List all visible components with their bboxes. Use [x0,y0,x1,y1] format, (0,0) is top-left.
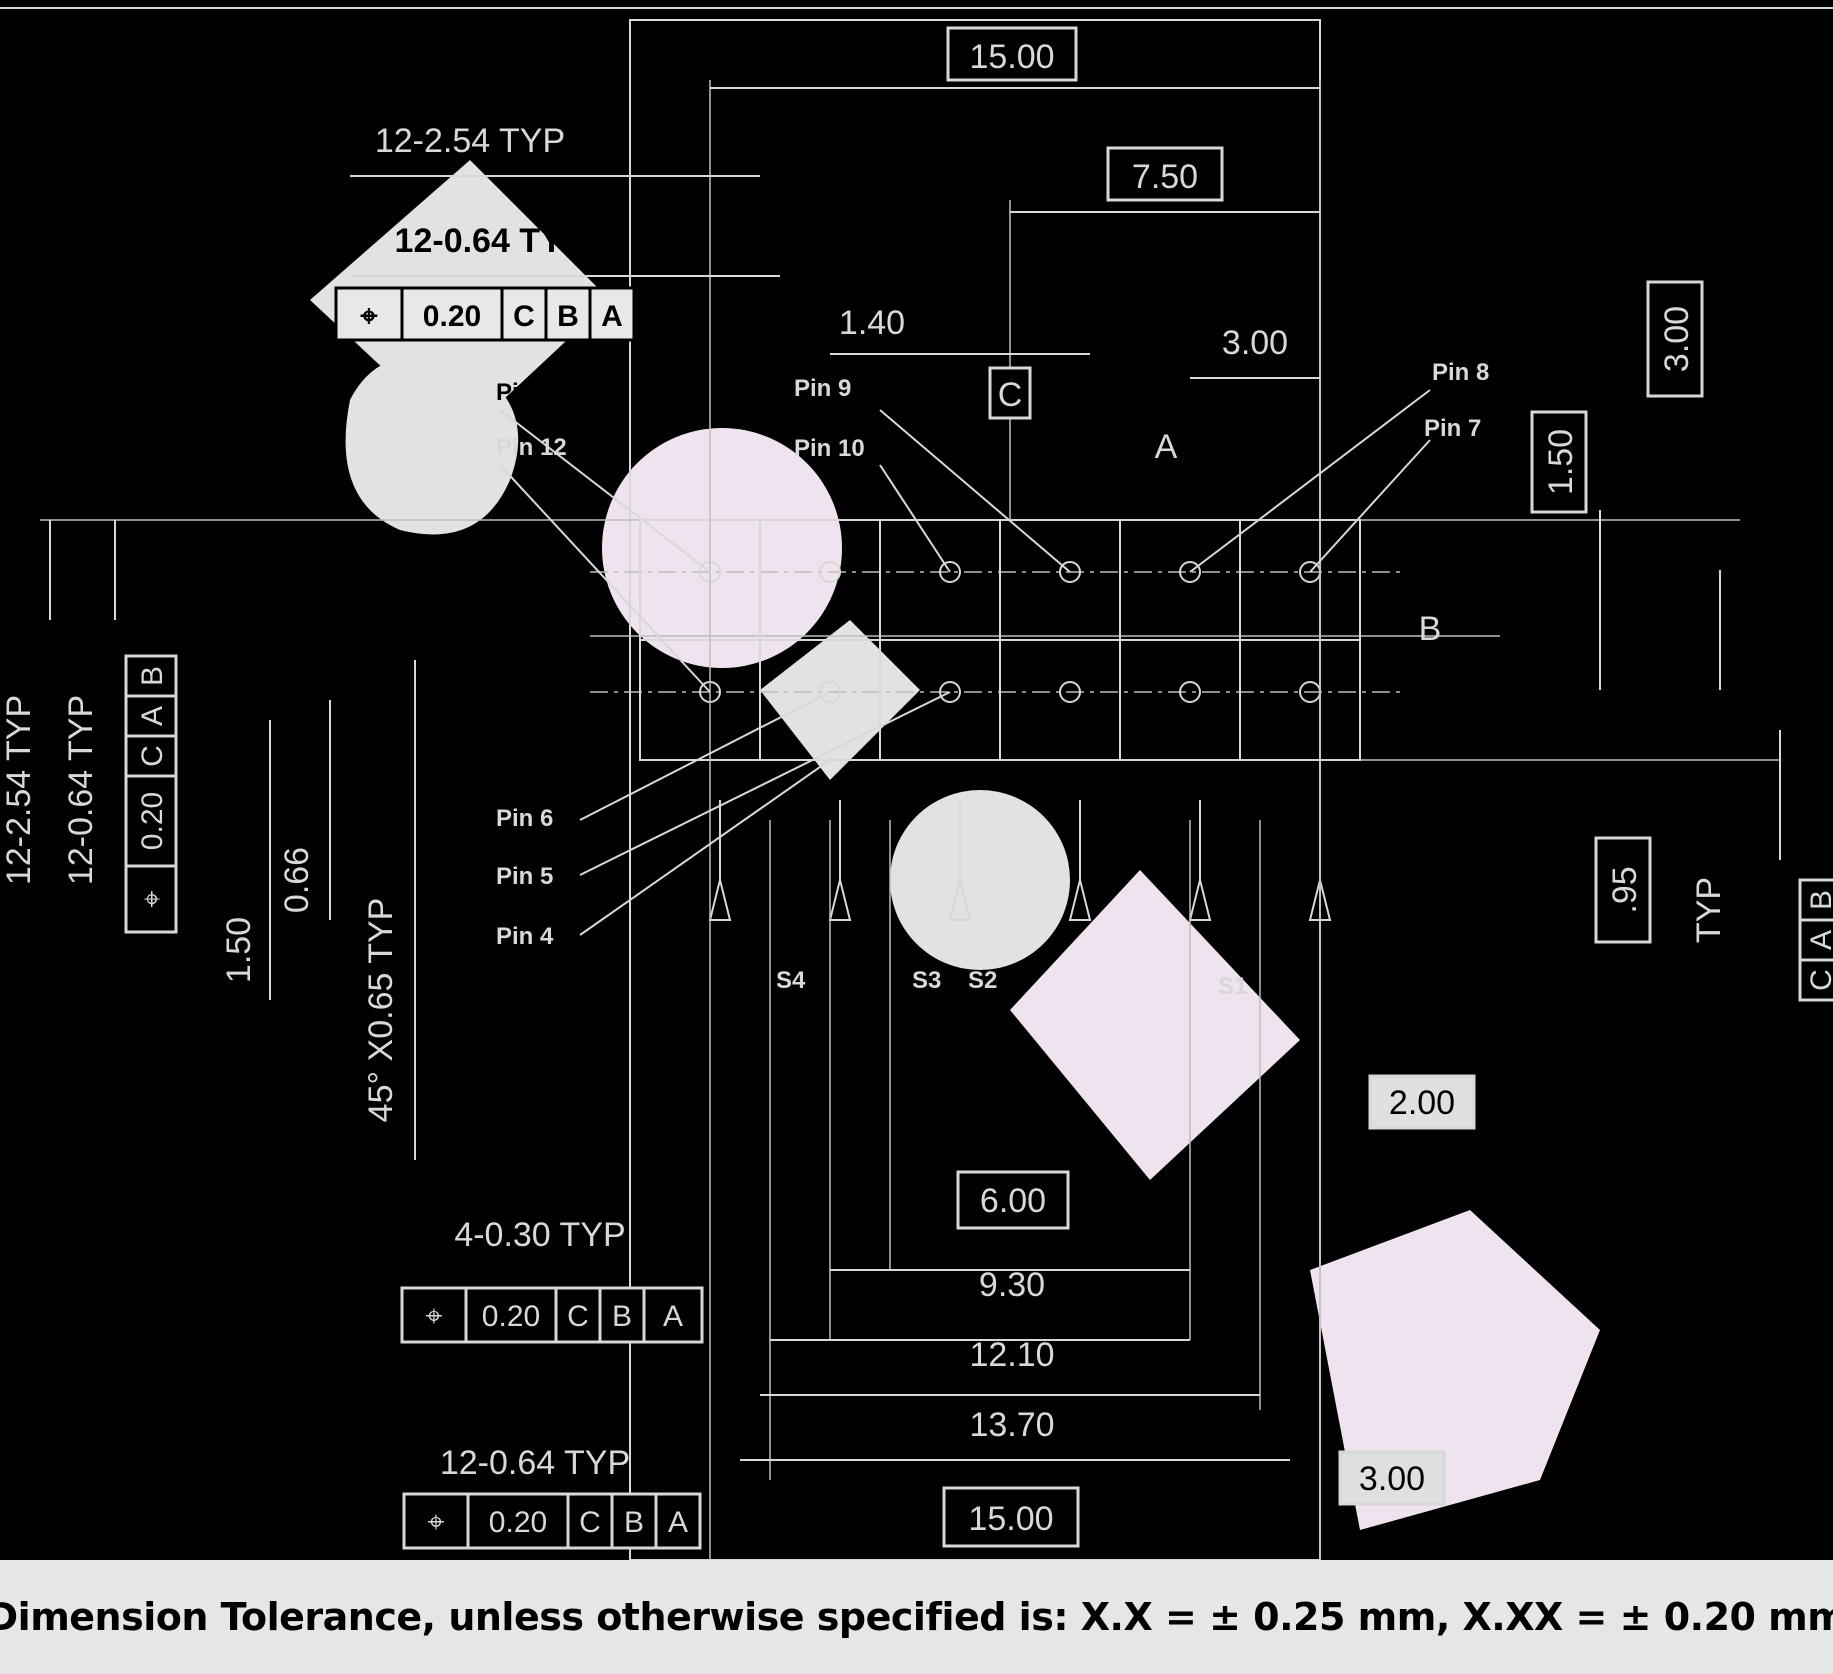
decor-circle-pink [602,428,842,668]
fcf-right-b: B [1805,890,1833,910]
dim-2-00: 2.00 [1389,1084,1455,1122]
fcf-lug-c: C [567,1300,589,1333]
dim-15-top: 15.00 [969,38,1054,76]
decor-circle-lower [890,790,1070,970]
dim-9-30: 9.30 [979,1266,1045,1304]
dim-left-size: 12-0.64 TYP [62,695,100,885]
datum-a-label: A [1155,428,1178,466]
pin-5-label: Pin 5 [496,863,553,890]
dim-bottom-pin-note: 12-0.64 TYP [440,1444,630,1482]
s3-label: S3 [912,967,941,994]
fcf-right-c: C [1805,969,1833,991]
box-6-00: 6.00 [956,1170,1070,1230]
dim-1-40: 1.40 [839,304,905,342]
datum-b-label: B [1419,610,1442,648]
dim-12-10: 12.10 [969,1336,1054,1374]
fcf-right: C A B [1798,878,1833,1002]
pin-4-label: Pin 4 [496,923,554,950]
fcf-lug-b: B [612,1300,632,1333]
body-outline [629,19,1321,1560]
technical-drawing: 15.00 7.50 3.00 1.50 6.00 15.00 2.00 3.0… [0,7,1833,1560]
position-icon: ⌖ [361,300,378,333]
box-0-95: .95 [1594,836,1652,944]
tolerance-note: Dimension Tolerance, unless otherwise sp… [0,1595,1833,1639]
position-icon: ⌖ [136,890,169,907]
dim-3-00-right: 3.00 [1658,306,1696,372]
fcf-bottom-value: 0.20 [489,1506,547,1539]
pin-leaders [499,389,1431,936]
dim-lug-note: 4-0.30 TYP [454,1216,625,1254]
dim-pin-size-note: 12-0.64 TYP [395,222,586,260]
fcf-left-b: B [136,666,169,686]
box-15-top: 15.00 [946,26,1078,82]
dim-3-00-bottom: 3.00 [1359,1460,1425,1498]
pin-7-label: Pin 7 [1424,415,1481,442]
pin-10-label: Pin 10 [794,435,865,462]
dim-chamfer-note: 45° X0.65 TYP [362,898,400,1123]
fcf-bottom: ⌖ 0.20 C B A [402,1492,702,1550]
fcf-top: ⌖ 0.20 C B A [334,286,636,342]
dim-13-70: 13.70 [969,1406,1054,1444]
box-15-bottom: 15.00 [942,1486,1080,1548]
pin-12-label: Pin 12 [496,434,567,461]
s2-label: S2 [968,967,997,994]
position-icon: ⌖ [426,1300,443,1333]
dim-0-66: 0.66 [278,847,316,913]
tolerance-footer: Dimension Tolerance, unless otherwise sp… [0,1560,1833,1674]
dim-6-00: 6.00 [980,1182,1046,1220]
fcf-top-value: 0.20 [423,300,481,333]
fcf-left-c: C [136,745,169,767]
decor-dark-arm [1340,827,1830,1160]
decor-diamond-lower [1010,870,1300,1180]
box-3-00-right: 3.00 [1646,280,1704,398]
dim-pitch-note: 12-2.54 TYP [375,122,565,160]
decor-blob-b [1310,1210,1600,1530]
fcf-left-value: 0.20 [136,792,169,850]
pin-8-label: Pin 8 [1432,359,1489,386]
fcf-lug-a: A [663,1300,683,1333]
dim-1-50-left: 1.50 [220,917,258,983]
dim-left-pitch: 12-2.54 TYP [0,695,38,885]
pin-grid [639,519,1361,761]
box-2-00: 2.00 [1368,1074,1476,1130]
fcf-lug: ⌖ 0.20 C B A [400,1286,704,1344]
fcf-right-a: A [1805,930,1833,950]
dim-0-95: .95 [1606,866,1644,913]
dim-right-typ: TYP [1690,877,1728,943]
dim-1-50: 1.50 [1542,429,1580,495]
box-7-50: 7.50 [1106,146,1224,202]
dim-3-00: 3.00 [1222,324,1288,362]
fcf-bottom-a: A [668,1506,688,1539]
datum-c-box: C [988,366,1032,420]
fcf-lug-value: 0.20 [482,1300,540,1333]
decor-blob-left [345,355,519,535]
box-3-00-bottom: 3.00 [1338,1450,1446,1506]
fcf-top-b: B [557,300,579,333]
fcf-left-a: A [136,706,169,726]
pin-6-label: Pin 6 [496,805,553,832]
pin-11-label: Pin 11 [496,379,565,406]
dim-7-50: 7.50 [1132,158,1198,196]
dim-15-bottom: 15.00 [968,1500,1053,1538]
fcf-bottom-c: C [579,1506,601,1539]
s4-label: S4 [776,967,806,994]
datum-c-label: C [998,376,1023,414]
box-1-50: 1.50 [1530,410,1588,514]
fcf-top-c: C [513,300,535,333]
fcf-top-a: A [601,300,623,333]
s1-label: S1 [1218,973,1247,1000]
fcf-bottom-b: B [624,1506,644,1539]
position-icon: ⌖ [428,1506,445,1539]
pin-9-label: Pin 9 [794,375,851,402]
fcf-left: ⌖ 0.20 C A B [124,654,178,934]
